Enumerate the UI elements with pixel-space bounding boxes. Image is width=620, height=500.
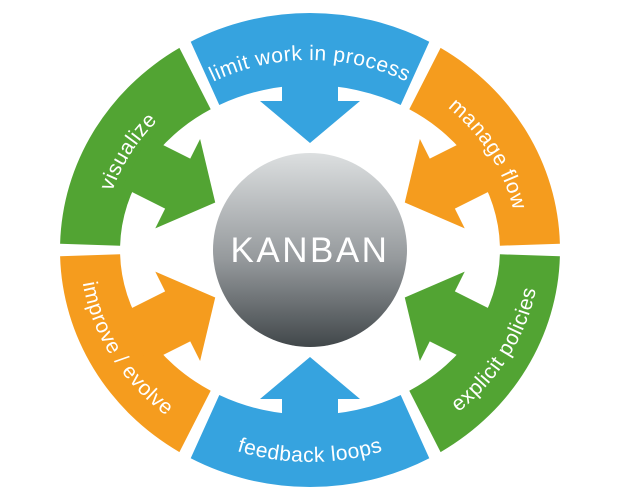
segment-manage-flow: [404, 47, 560, 246]
segment-improve-evolve-arc: [60, 254, 211, 453]
segment-explicit-policies: [404, 254, 560, 453]
segment-feedback-loops-arrow-icon: [260, 357, 360, 427]
segment-limit-wip-arc: [190, 12, 430, 106]
kanban-center-circle: [213, 153, 407, 347]
segment-visualize-arc: [60, 47, 211, 246]
segment-feedback-loops-arc: [190, 395, 430, 488]
segment-improve-evolve: [60, 254, 216, 453]
segment-explicit-policies-arrow-icon: [404, 271, 498, 363]
segment-manage-flow-arc: [409, 47, 560, 246]
segment-limit-wip: [190, 12, 430, 143]
segment-feedback-loops: [190, 357, 430, 488]
kanban-title: KANBAN: [231, 231, 390, 270]
segment-visualize-arrow-icon: [122, 137, 216, 229]
segment-improve-evolve-arrow-icon: [122, 271, 216, 363]
segment-visualize: [60, 47, 216, 246]
segment-manage-flow-arrow-icon: [404, 137, 498, 229]
segment-explicit-policies-arc: [409, 254, 560, 453]
segment-limit-wip-arrow-icon: [260, 73, 360, 143]
